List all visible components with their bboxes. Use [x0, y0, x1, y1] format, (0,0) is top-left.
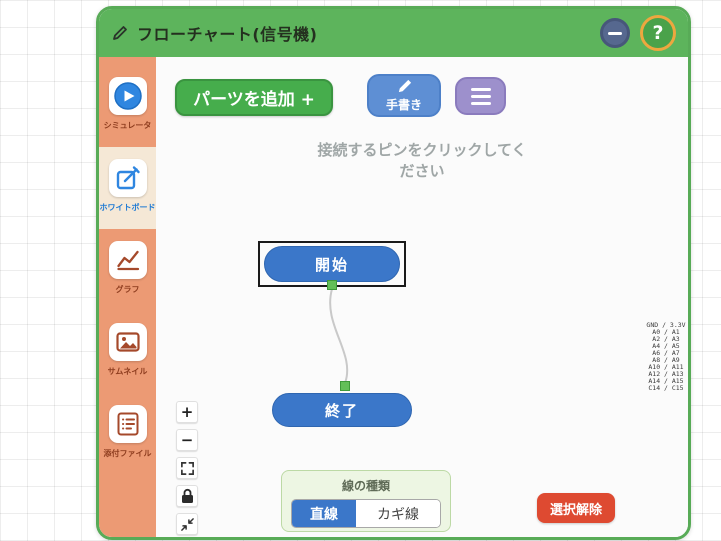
minus-icon [608, 31, 622, 35]
line-chart-icon [116, 250, 139, 271]
hamburger-icon [470, 101, 491, 105]
line-type-panel: 線の種類 直線 カギ線 [281, 470, 451, 532]
pin-label: A14 / A15 [648, 377, 684, 385]
sidebar-tile [108, 323, 147, 361]
pin-label: GND / 3.3V [646, 321, 686, 329]
hamburger-icon [470, 87, 491, 91]
flow-node-end[interactable]: 終了 [272, 393, 412, 427]
window-body: シミュレータ ホワイトボード グラフ サムネイル [99, 57, 688, 537]
pin-label: A4 / A5 [652, 342, 680, 350]
add-parts-button[interactable]: パーツを追加 + [175, 79, 333, 116]
sidebar-tile [108, 159, 147, 197]
start-node-pin[interactable] [327, 280, 337, 290]
compress-icon [180, 517, 194, 531]
connection-line [329, 288, 349, 384]
image-icon [115, 332, 140, 352]
pin-label: A8 / A9 [652, 356, 680, 364]
deselect-button[interactable]: 選択解除 [537, 493, 615, 523]
line-type-straight-button[interactable]: 直線 [292, 500, 356, 527]
sidebar-item-thumbnail[interactable]: サムネイル [99, 311, 156, 393]
pin-label: A10 / A11 [648, 363, 684, 371]
sidebar-item-attachments[interactable]: 添付ファイル [99, 393, 156, 475]
hint-line-2: ださい [399, 162, 445, 180]
handwriting-label: 手書き [385, 98, 422, 112]
app-window: フローチャート(信号機) ? シミュレータ ホワイトボード [96, 6, 691, 540]
zoom-out-button[interactable]: − [176, 429, 198, 451]
play-circle-icon [113, 82, 142, 110]
connection-hint-text: 接続するピンをクリックしてく ださい [156, 140, 688, 182]
sidebar-item-label: サムネイル [107, 367, 148, 376]
fit-view-button[interactable] [176, 513, 198, 535]
menu-button[interactable] [455, 77, 506, 115]
pin-label: A12 / A13 [648, 370, 684, 378]
line-type-title: 線の種類 [341, 479, 390, 493]
sidebar-tile [108, 405, 147, 443]
end-node-pin[interactable] [340, 381, 350, 391]
sidebar-item-label: 添付ファイル [103, 449, 152, 458]
titlebar: フローチャート(信号機) ? [99, 9, 688, 57]
zoom-in-button[interactable]: + [176, 401, 198, 423]
sidebar-item-label: ホワイトボード [99, 203, 156, 212]
sidebar: シミュレータ ホワイトボード グラフ サムネイル [99, 57, 156, 537]
handwriting-button[interactable]: 手書き [367, 74, 441, 117]
list-icon [117, 412, 138, 436]
flow-node-start[interactable]: 開始 [264, 246, 400, 282]
sidebar-tile [108, 241, 147, 279]
sidebar-item-whiteboard[interactable]: ホワイトボード [99, 147, 156, 229]
sidebar-item-label: シミュレータ [103, 121, 152, 130]
sidebar-item-graph[interactable]: グラフ [99, 229, 156, 311]
pin-label: A0 / A1 [652, 328, 680, 336]
whiteboard-canvas[interactable]: パーツを追加 + 手書き 接続するピンをクリックしてく ださい 開始 終了 [156, 57, 688, 537]
pencil-icon [113, 26, 127, 40]
board-pin-labels: GND / 3.3V A0 / A1 A2 / A3 A4 / A5 A6 / … [643, 322, 688, 392]
window-title: フローチャート(信号機) [137, 25, 318, 44]
pin-label: C14 / C15 [648, 384, 684, 392]
line-type-elbow-button[interactable]: カギ線 [356, 500, 440, 527]
sidebar-item-simulator[interactable]: シミュレータ [99, 65, 156, 147]
minimize-button[interactable] [600, 18, 630, 48]
line-type-segmented-control: 直線 カギ線 [291, 499, 441, 528]
pin-label: A6 / A7 [652, 349, 680, 357]
lock-icon [181, 488, 193, 503]
fullscreen-button[interactable] [176, 457, 198, 479]
sidebar-tile [108, 77, 147, 115]
hint-line-1: 接続するピンをクリックしてく [317, 141, 527, 159]
hamburger-icon [470, 94, 491, 98]
lock-button[interactable] [176, 485, 198, 507]
pin-label: A2 / A3 [652, 335, 680, 343]
sidebar-item-label: グラフ [115, 285, 140, 294]
expand-icon [180, 461, 194, 475]
help-button[interactable]: ? [640, 15, 676, 51]
pencil-icon [398, 79, 411, 93]
edit-square-icon [116, 166, 140, 190]
